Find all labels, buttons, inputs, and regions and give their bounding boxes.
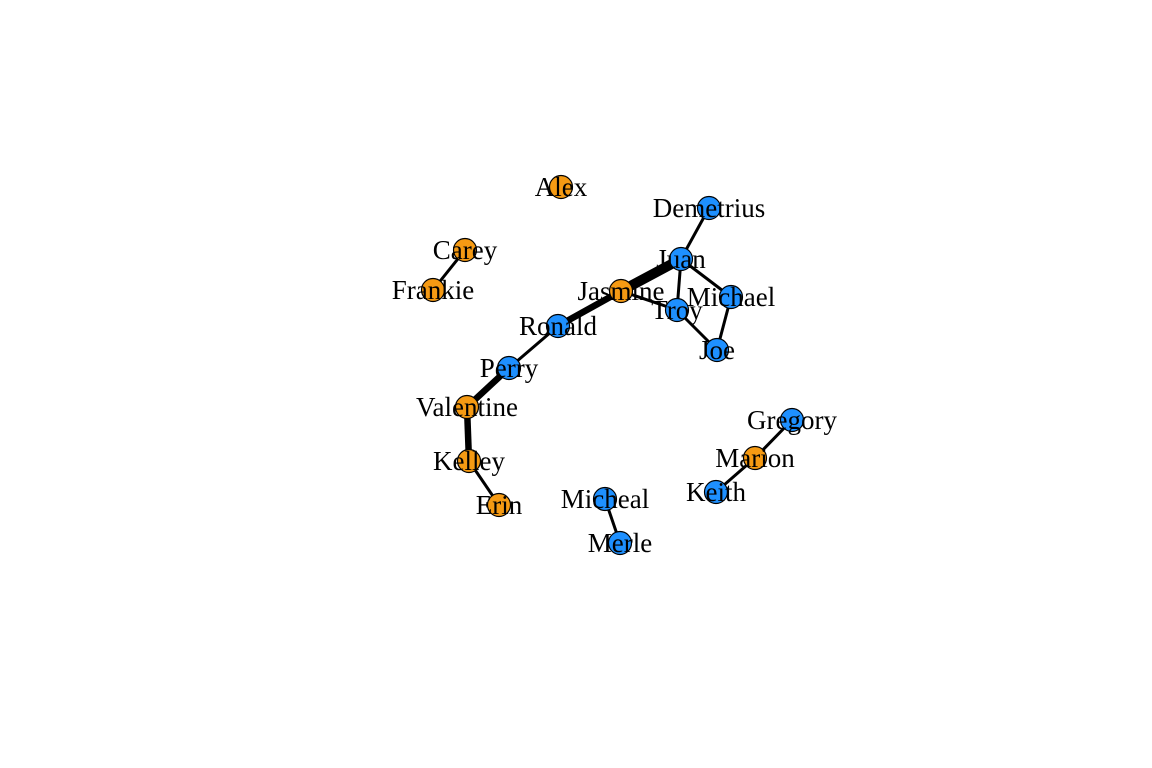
node-label-michael: Michael	[687, 282, 775, 312]
node-alex[interactable]	[548, 174, 574, 200]
node-troy[interactable]	[664, 297, 690, 323]
node-ronald[interactable]	[545, 313, 571, 339]
node-marion[interactable]	[742, 445, 768, 471]
node-valentine[interactable]	[454, 394, 480, 420]
node-label-gregory: Gregory	[747, 405, 837, 435]
node-demetrius[interactable]	[696, 195, 722, 221]
node-label-erin: Erin	[476, 490, 523, 520]
node-label-marion: Marion	[715, 443, 795, 473]
node-label-valentine: Valentine	[416, 392, 518, 422]
node-jasmine[interactable]	[608, 278, 634, 304]
node-label-joe: Joe	[699, 335, 735, 365]
node-label-keith: Keith	[686, 477, 746, 507]
node-label-juan: Juan	[656, 244, 706, 274]
node-label-micheal: Micheal	[561, 484, 649, 514]
node-michael[interactable]	[718, 284, 744, 310]
node-perry[interactable]	[496, 355, 522, 381]
node-label-ronald: Ronald	[519, 311, 597, 341]
node-keith[interactable]	[703, 479, 729, 505]
node-label-demetrius: Demetrius	[653, 193, 765, 223]
node-gregory[interactable]	[779, 407, 805, 433]
node-erin[interactable]	[486, 492, 512, 518]
node-micheal[interactable]	[592, 486, 618, 512]
node-merle[interactable]	[607, 530, 633, 556]
node-label-alex: Alex	[535, 172, 588, 202]
node-label-kelley: Kelley	[433, 446, 505, 476]
node-label-carey: Carey	[433, 235, 498, 265]
nodes-layer	[420, 174, 805, 556]
node-carey[interactable]	[452, 237, 478, 263]
node-label-jasmine: Jasmine	[578, 276, 665, 306]
node-label-perry: Perry	[480, 353, 539, 383]
node-label-merle: Merle	[588, 528, 652, 558]
node-joe[interactable]	[704, 337, 730, 363]
node-juan[interactable]	[668, 246, 694, 272]
node-label-troy: Troy	[651, 295, 703, 325]
node-label-frankie: Frankie	[392, 275, 474, 305]
node-frankie[interactable]	[420, 277, 446, 303]
node-kelley[interactable]	[456, 448, 482, 474]
